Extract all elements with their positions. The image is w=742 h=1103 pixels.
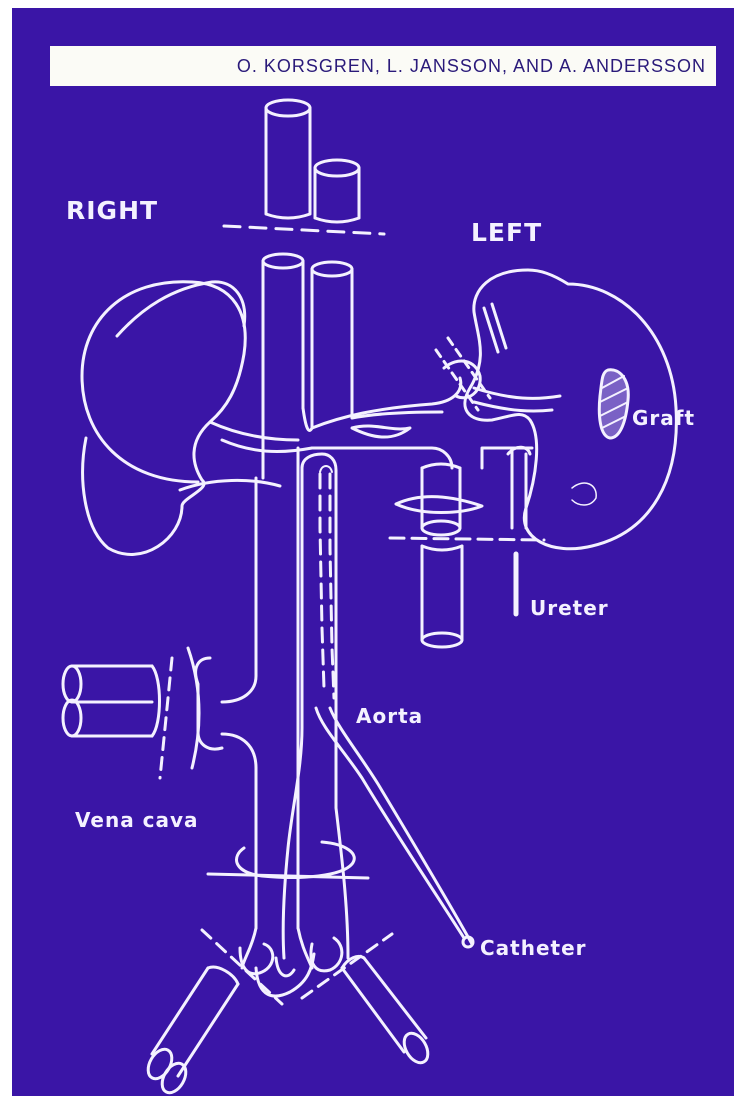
vena-cava (222, 448, 312, 968)
lower-renal-stump (422, 546, 462, 647)
label-graft: Graft (632, 406, 695, 430)
right-kidney (82, 282, 312, 555)
anatomy-diagram (12, 8, 734, 1096)
upper-vessels (263, 254, 352, 478)
iliac-bifurcation (143, 930, 432, 1096)
graft-region (599, 370, 628, 438)
label-left: LEFT (471, 218, 542, 247)
renal-stump (396, 464, 482, 535)
slide-background: O. KORSGREN, L. JANSSON, AND A. ANDERSSO… (12, 8, 734, 1096)
label-vena-cava: Vena cava (75, 808, 199, 832)
label-aorta: Aorta (356, 704, 423, 728)
lower-cut-line (390, 538, 544, 540)
label-catheter: Catheter (480, 936, 587, 960)
upper-vessel-stumps (266, 100, 359, 222)
label-ureter: Ureter (530, 596, 609, 620)
left-side-stumps (63, 648, 222, 768)
left-cut-line (160, 658, 172, 778)
upper-cut-line (224, 226, 384, 234)
label-right: RIGHT (66, 196, 158, 225)
